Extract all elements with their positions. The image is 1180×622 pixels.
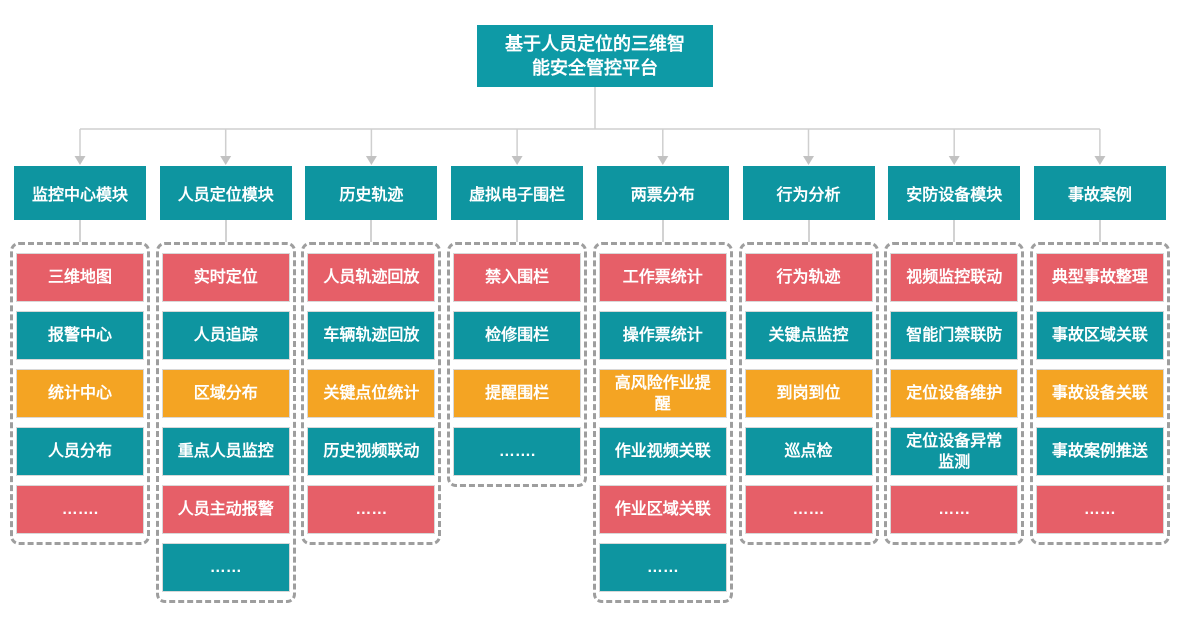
module-column-7: 安防设备模块视频监控联动智能门禁联防定位设备维护定位设备异常监测 …… <box>884 166 1025 545</box>
feature-item: 行为轨迹 <box>744 253 873 302</box>
feature-item: …… <box>598 543 727 592</box>
feature-item: 检修围栏 <box>453 311 582 360</box>
feature-item: 实时定位 <box>161 253 290 302</box>
module-items-container: 实时定位人员追踪区域分布重点人员监控人员主动报警 …… <box>155 242 296 603</box>
feature-item: 到岗到位 <box>744 369 873 418</box>
feature-item: 人员分布 <box>16 427 144 476</box>
feature-item: 人员追踪 <box>161 311 290 360</box>
module-header: 监控中心模块 <box>14 166 146 220</box>
feature-item: 定位设备异常监测 <box>890 427 1019 476</box>
feature-item: …… <box>744 485 873 534</box>
feature-item: 车辆轨迹回放 <box>307 311 436 360</box>
module-items-container: 工作票统计操作票统计高风险作业提醒作业视频关联作业区域关联 …… <box>592 242 733 603</box>
feature-item: 报警中心 <box>16 311 144 360</box>
feature-item: 作业区域关联 <box>598 485 727 534</box>
header-connector-stub <box>807 220 810 242</box>
module-items-container: 典型事故整理事故区域关联事故设备关联事故案例推送 …… <box>1029 242 1170 545</box>
module-column-3: 历史轨迹人员轨迹回放车辆轨迹回放关键点位统计历史视频联动 …… <box>301 166 442 545</box>
feature-item: 人员主动报警 <box>161 485 290 534</box>
module-items-container: 三维地图报警中心统计中心人员分布 ……. <box>10 242 150 545</box>
feature-item: 事故案例推送 <box>1035 427 1164 476</box>
module-header: 行为分析 <box>742 166 875 220</box>
module-items-container: 行为轨迹关键点监控到岗到位巡点检 …… <box>738 242 879 545</box>
header-connector-stub <box>370 220 373 242</box>
module-column-1: 监控中心模块三维地图报警中心统计中心人员分布 ……. <box>10 166 150 545</box>
feature-item: 视频监控联动 <box>890 253 1019 302</box>
feature-item: …… <box>1035 485 1164 534</box>
feature-item: 定位设备维护 <box>890 369 1019 418</box>
module-header: 人员定位模块 <box>159 166 292 220</box>
feature-item: 事故设备关联 <box>1035 369 1164 418</box>
feature-item: ……. <box>453 427 582 476</box>
header-connector-stub <box>661 220 664 242</box>
module-header: 事故案例 <box>1033 166 1166 220</box>
feature-item: 三维地图 <box>16 253 144 302</box>
feature-item: 重点人员监控 <box>161 427 290 476</box>
feature-item: ……. <box>16 485 144 534</box>
module-column-5: 两票分布工作票统计操作票统计高风险作业提醒作业视频关联作业区域关联 …… <box>592 166 733 603</box>
feature-item: 工作票统计 <box>598 253 727 302</box>
header-connector-stub <box>79 220 81 242</box>
module-items-container: 禁入围栏检修围栏提醒围栏 ……. <box>447 242 588 487</box>
module-header: 安防设备模块 <box>888 166 1021 220</box>
module-header: 两票分布 <box>596 166 729 220</box>
header-connector-stub <box>1098 220 1101 242</box>
feature-item: 历史视频联动 <box>307 427 436 476</box>
feature-item: …… <box>307 485 436 534</box>
feature-item: 操作票统计 <box>598 311 727 360</box>
feature-item: 作业视频关联 <box>598 427 727 476</box>
feature-item: 区域分布 <box>161 369 290 418</box>
feature-item: 统计中心 <box>16 369 144 418</box>
header-connector-stub <box>224 220 227 242</box>
header-connector-stub <box>953 220 956 242</box>
module-items-container: 视频监控联动智能门禁联防定位设备维护定位设备异常监测 …… <box>884 242 1025 545</box>
feature-item: 智能门禁联防 <box>890 311 1019 360</box>
header-connector-stub <box>516 220 519 242</box>
feature-item: 巡点检 <box>744 427 873 476</box>
feature-item: 关键点监控 <box>744 311 873 360</box>
feature-item: 典型事故整理 <box>1035 253 1164 302</box>
feature-item: 人员轨迹回放 <box>307 253 436 302</box>
feature-item: …… <box>890 485 1019 534</box>
module-header: 历史轨迹 <box>305 166 438 220</box>
module-column-2: 人员定位模块实时定位人员追踪区域分布重点人员监控人员主动报警 …… <box>155 166 296 603</box>
module-column-4: 虚拟电子围栏禁入围栏检修围栏提醒围栏 ……. <box>447 166 588 487</box>
module-columns: 监控中心模块三维地图报警中心统计中心人员分布…….人员定位模块实时定位人员追踪区… <box>10 166 1170 603</box>
module-column-6: 行为分析行为轨迹关键点监控到岗到位巡点检 …… <box>738 166 879 545</box>
feature-item: …… <box>161 543 290 592</box>
feature-item: 高风险作业提醒 <box>598 369 727 418</box>
feature-item: 禁入围栏 <box>453 253 582 302</box>
module-items-container: 人员轨迹回放车辆轨迹回放关键点位统计历史视频联动 …… <box>301 242 442 545</box>
module-header: 虚拟电子围栏 <box>451 166 584 220</box>
module-column-8: 事故案例典型事故整理事故区域关联事故设备关联事故案例推送 …… <box>1029 166 1170 545</box>
feature-item: 提醒围栏 <box>453 369 582 418</box>
feature-item: 事故区域关联 <box>1035 311 1164 360</box>
platform-title: 基于人员定位的三维智能安全管控平台 <box>477 25 713 87</box>
feature-item: 关键点位统计 <box>307 369 436 418</box>
